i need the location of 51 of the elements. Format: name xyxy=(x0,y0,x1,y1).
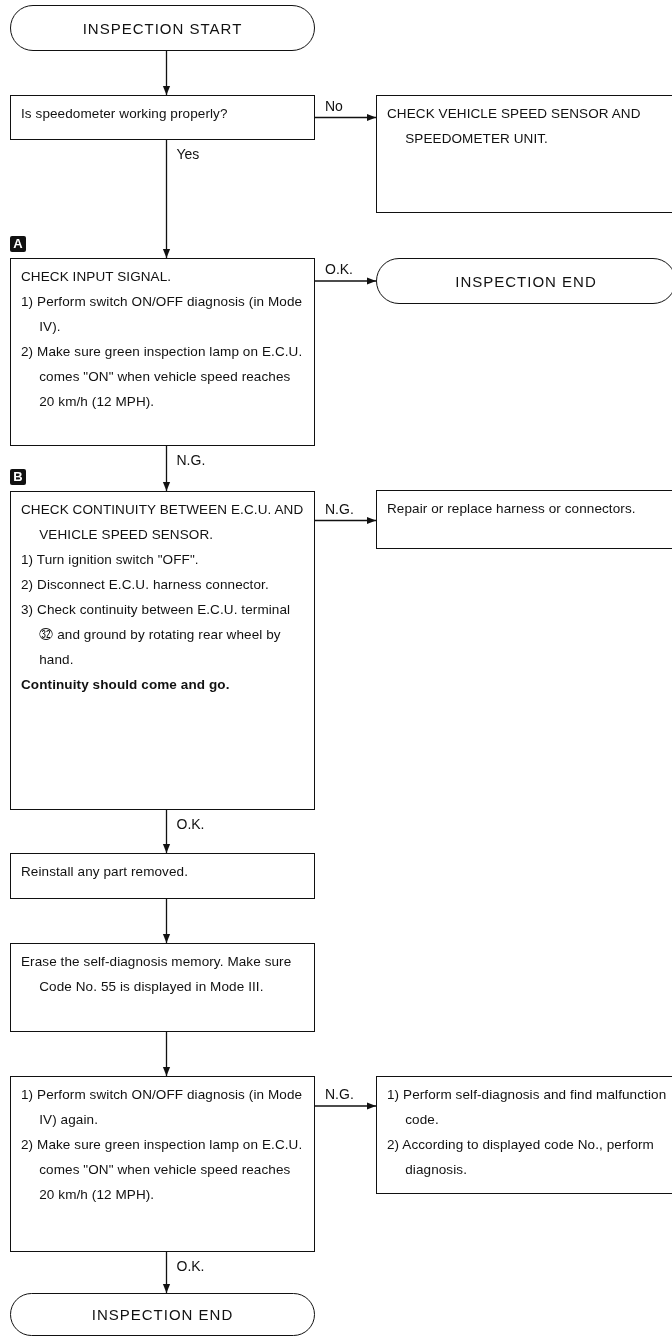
edge-label: N.G. xyxy=(323,1086,356,1102)
process-box xyxy=(10,95,315,140)
terminal-box xyxy=(10,5,315,51)
step-text: 3) Check continuity between E.C.U. terminal ㉜ and ground by rotating rear wheel by hand. xyxy=(21,601,292,669)
step-text: Erase the self-diagnosis memory. Make sure Code No. 55 is displayed in Mode III. xyxy=(21,953,293,996)
step-text: INSPECTION END xyxy=(455,271,597,292)
step-text: CHECK VEHICLE SPEED SENSOR AND SPEEDOMETER UNIT. xyxy=(387,105,642,148)
arrow xyxy=(162,809,171,854)
step-text: Continuity should come and go. xyxy=(21,676,231,694)
step-text: INSPECTION END xyxy=(91,1305,234,1325)
edge-label: N.G. xyxy=(174,452,208,468)
arrow xyxy=(314,113,377,122)
arrow xyxy=(162,445,171,492)
step-text: Is speedometer working properly? xyxy=(21,105,229,123)
step-text: 2) Make sure green inspection lamp on E.C.U. comes "ON" when vehicle speed reaches 20 km/h (12 MPH). xyxy=(21,1136,304,1204)
section-marker: B xyxy=(10,469,26,485)
arrow xyxy=(162,50,171,96)
process-box xyxy=(10,491,315,810)
step-text: INSPECTION START xyxy=(82,18,243,39)
terminal-box xyxy=(10,1293,315,1336)
edge-label: Yes xyxy=(174,146,202,162)
edge-label: O.K. xyxy=(174,1258,207,1274)
arrow xyxy=(314,1102,377,1110)
step-text: 2) Make sure green inspection lamp on E.C.U. comes "ON" when vehicle speed reaches 20 km/h (12 MPH). xyxy=(21,343,304,411)
arrow xyxy=(314,277,377,285)
step-text: 1) Perform self-diagnosis and find malfunction code. xyxy=(387,1086,667,1129)
arrow xyxy=(162,1251,171,1294)
step-text: 1) Perform switch ON/OFF diagnosis (in Mode IV) again. xyxy=(21,1086,304,1129)
step-text: 2) Disconnect E.C.U. harness connector. xyxy=(21,576,270,594)
arrow xyxy=(162,139,171,259)
process-box xyxy=(376,95,672,213)
step-text: CHECK INPUT SIGNAL. xyxy=(21,268,173,286)
arrow xyxy=(314,516,377,525)
step-text: 1) Perform switch ON/OFF diagnosis (in Mode IV). xyxy=(21,293,304,336)
edge-label: O.K. xyxy=(174,816,207,832)
arrow xyxy=(162,1031,171,1077)
step-text: Repair or replace harness or connectors. xyxy=(387,500,637,518)
process-box xyxy=(10,853,315,899)
step-text: 2) According to displayed code No., perform diagnosis. xyxy=(387,1136,655,1179)
process-box xyxy=(376,1076,672,1194)
step-text: CHECK CONTINUITY BETWEEN E.C.U. AND VEHICLE SPEED SENSOR. xyxy=(21,501,305,544)
process-box xyxy=(10,943,315,1032)
terminal-box xyxy=(376,258,672,304)
edge-label: O.K. xyxy=(323,261,355,277)
process-box xyxy=(10,1076,315,1252)
step-text: 1) Turn ignition switch "OFF". xyxy=(21,551,200,569)
section-marker: A xyxy=(10,236,26,252)
arrow xyxy=(162,898,171,944)
step-text: Reinstall any part removed. xyxy=(21,863,190,881)
process-box xyxy=(10,258,315,446)
process-box xyxy=(376,490,672,549)
